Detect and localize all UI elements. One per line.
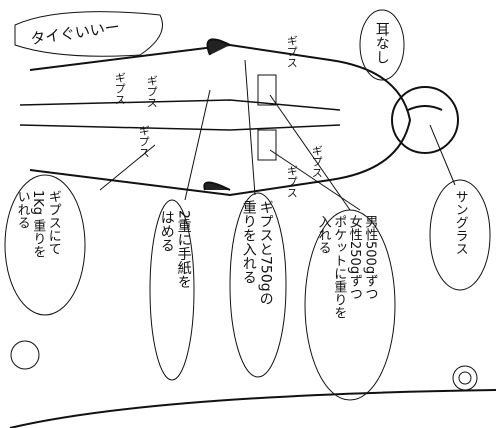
bubble-gips (229, 192, 287, 378)
pointer-5 (269, 149, 361, 211)
label-sunglasses: サングラス (452, 190, 468, 255)
wheel-icon (10, 340, 40, 370)
gips-mark: ギプス (145, 75, 159, 108)
swirl-icon-inner (458, 371, 472, 385)
bubble-men (359, 9, 405, 81)
hand-bottom (203, 181, 231, 191)
bubble-bucket (4, 174, 86, 316)
pointer-3 (244, 59, 256, 196)
pointer-1 (99, 144, 156, 191)
bubble-tag (149, 199, 195, 381)
label-bucket: ギプスにて 1Kg 重りを いれる (14, 190, 61, 259)
bubble-sunglasses (429, 179, 491, 291)
sunglasses-mark (407, 105, 443, 111)
pointer-2 (184, 89, 211, 201)
suit-outline (29, 43, 412, 197)
pointer-6 (429, 124, 456, 186)
suit-seam (19, 99, 341, 111)
label-double-tag: 2重に手紙を はめる (158, 210, 192, 289)
label-men: 耳なし (373, 22, 390, 64)
gips-mark: ギプス (285, 35, 299, 68)
hand-top (206, 38, 231, 56)
gips-mark: ギプス (285, 165, 299, 198)
pointer-4 (269, 94, 351, 211)
suit-seam-2 (19, 124, 341, 131)
bottom-curve (9, 389, 496, 428)
gips-mark: ギプス (113, 72, 127, 105)
head (391, 86, 459, 154)
label-gips: ギプスと750gの 重りを入れる (240, 200, 274, 306)
bubble-top (14, 11, 163, 57)
gips-mark: ギプス (137, 125, 151, 158)
gips-mark: ギプス (310, 145, 324, 178)
pocket-upper (257, 74, 277, 106)
pocket-lower (257, 129, 277, 161)
label-weights: 男性500gずつ 女性250gずつ ポケットに重りを 入れる (315, 215, 378, 319)
swirl-icon (452, 365, 478, 391)
